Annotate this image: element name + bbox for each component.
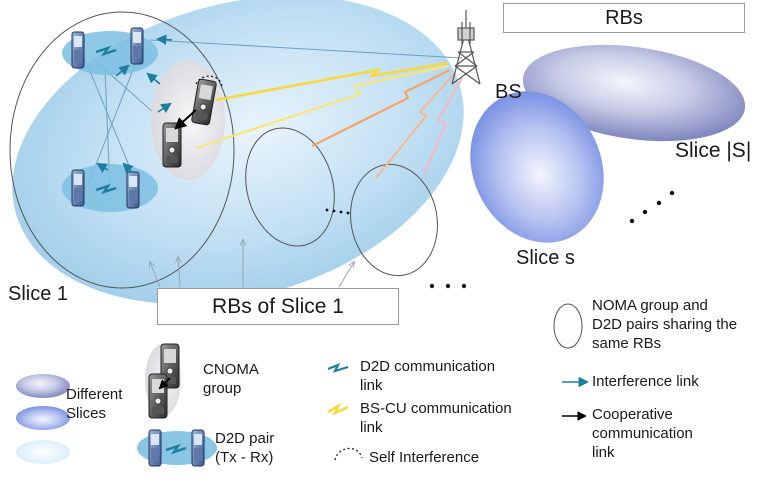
rb-allocation-arrows — [150, 240, 354, 288]
legend-cnoma-arrow — [158, 377, 171, 390]
d2d-tx-phone-bottom — [71, 169, 85, 207]
legend-different-slices: Different Slices — [66, 386, 122, 424]
noma-group-outline-3 — [350, 163, 438, 277]
slice-s-label: Slice s — [516, 247, 575, 269]
base-station-tower-icon — [451, 10, 481, 85]
rbs-title-box: RBs — [503, 3, 745, 33]
noma-group-outline-1 — [9, 11, 235, 289]
legend-different-slices-line2: Slices — [66, 404, 107, 422]
legend-slice-swatch-blue — [16, 406, 70, 430]
legend-d2d-tx-phone — [148, 429, 162, 467]
bs-cu-links — [195, 61, 463, 179]
slice-s-region — [470, 91, 604, 243]
legend-slice-swatch-light — [16, 440, 70, 464]
legend-noma-group: NOMA group and D2D pairs sharing the sam… — [592, 297, 737, 353]
legend-cooperative-line1: Cooperative — [592, 406, 673, 423]
legend-d2d-pair-line1: D2D pair — [215, 430, 275, 447]
legend-bs-cu-link-icon — [327, 402, 349, 416]
rbs-of-slice-text: RBs of Slice 1 — [212, 294, 344, 318]
rbs-of-slice-box: RBs of Slice 1 — [157, 288, 399, 325]
legend-cooperative-line3: link — [592, 443, 615, 461]
legend-cnoma-line1: CNOMA — [203, 361, 259, 378]
cooperative-link-arrow — [174, 109, 197, 130]
slice-1-label: Slice 1 — [8, 283, 69, 305]
legend-d2d-pair-line2: (Tx - Rx) — [215, 448, 274, 466]
legend-different-slices-line1: Different — [66, 386, 123, 403]
slice-last-label: Slice |S| — [675, 139, 752, 162]
legend-noma-line3: same RBs — [592, 334, 662, 352]
legend-cnoma: CNOMA group — [203, 361, 259, 399]
legend-noma-line1: NOMA group and — [592, 297, 708, 314]
legend-slice-swatch-purple — [16, 374, 70, 398]
d2d-rx-phone-bottom — [126, 171, 140, 209]
legend-cooperative-link: Cooperative communication link — [592, 406, 693, 462]
legend-bs-cu-line1: BS-CU communication — [360, 400, 512, 417]
self-interference-arc — [195, 75, 223, 89]
legend-self-interference: Self Interference — [369, 449, 480, 466]
legend-noma-group-icon — [553, 303, 583, 349]
legend-d2d-link-icon — [327, 362, 349, 373]
legend-bs-cu-line2: link — [360, 418, 383, 436]
legend-d2d-link-line2: link — [360, 376, 383, 394]
legend-noma-line2: D2D pairs sharing the — [592, 315, 738, 333]
legend-bs-cu-link: BS-CU communication link — [360, 400, 512, 438]
legend-d2d-rx-phone — [191, 429, 205, 467]
interference-arrows — [96, 34, 173, 174]
noma-group-outline-2 — [245, 127, 335, 247]
d2d-rx-phone-top — [130, 27, 144, 65]
legend-cooperative-line2: communication — [592, 424, 693, 442]
ellipsis-dots — [325, 190, 675, 289]
legend-cnoma-phone-2 — [148, 373, 168, 419]
d2d-tx-phone-top — [71, 31, 85, 69]
cnoma-group — [151, 60, 225, 180]
rbs-title-text: RBs — [605, 6, 643, 29]
cnoma-far-user-phone — [162, 122, 182, 168]
legend-cnoma-line2: group — [203, 379, 242, 397]
legend-d2d-link-line1: D2D communication — [360, 358, 496, 375]
legend-d2d-link: D2D communication link — [360, 358, 495, 396]
legend-interference-link: Interference link — [592, 373, 699, 390]
legend-d2d-pair: D2D pair (Tx - Rx) — [215, 430, 274, 468]
legend-self-interference-icon — [334, 447, 363, 461]
base-station-label: BS — [495, 81, 522, 103]
